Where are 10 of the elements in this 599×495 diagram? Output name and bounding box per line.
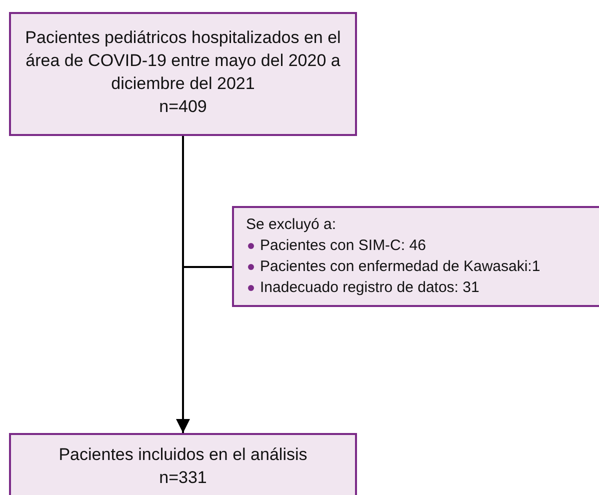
list-item: Pacientes con enfermedad de Kawasaki:1 <box>246 256 588 277</box>
process-box <box>9 12 357 136</box>
process-box <box>9 433 357 495</box>
count-text: n=331 <box>158 467 208 489</box>
list-heading: Se excluyó a: <box>246 215 338 235</box>
exclusion-box <box>232 206 599 307</box>
count-text: n=409 <box>158 96 208 118</box>
list-item: Pacientes con SIM-C: 46 <box>246 235 588 256</box>
box-text: Pacientes incluidos en el análisis <box>58 444 308 466</box>
list-item: Inadecuado registro de datos: 31 <box>246 277 588 298</box>
